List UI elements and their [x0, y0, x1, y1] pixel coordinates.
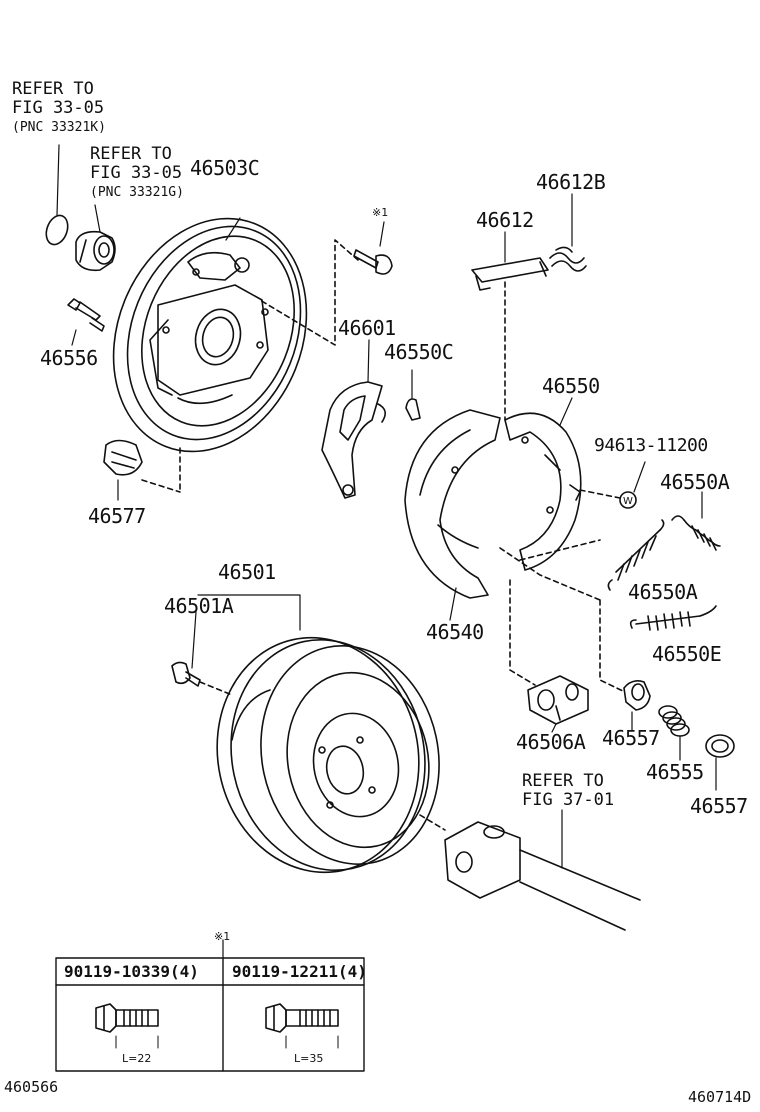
grommet-part — [103, 439, 181, 501]
o-ring-part — [45, 144, 69, 246]
part-label-46550a-upper: 46550A — [660, 470, 730, 494]
part-label-46556: 46556 — [40, 346, 98, 370]
table-mark-star1: ※1 — [214, 930, 231, 943]
part-label-46555: 46555 — [646, 760, 704, 784]
part-label-46550e: 46550E — [652, 642, 722, 666]
reference-note-line: FIG 33-05 — [12, 98, 105, 118]
leader-46540 — [449, 587, 457, 621]
brake-drum-part — [197, 594, 440, 874]
part-label-star1: ※1 — [372, 206, 389, 219]
spring-46550A-upper-part — [671, 491, 721, 551]
part-label-46540: 46540 — [426, 620, 484, 644]
table-length-col2: L=35 — [294, 1052, 324, 1065]
reference-note-line: FIG 37-01 — [522, 790, 615, 810]
reference-note-33321k: REFER TO FIG 33-05 (PNC 33321K) — [12, 80, 106, 137]
reference-note-line: (PNC 33321G) — [90, 185, 184, 200]
spring-46555-part — [658, 705, 690, 761]
part-label-46601: 46601 — [338, 316, 396, 340]
part-label-46550a-lower: 46550A — [628, 580, 698, 604]
bolt-46556-part — [67, 298, 105, 346]
part-label-46577: 46577 — [88, 504, 146, 528]
part-label-46506a: 46506A — [516, 730, 586, 754]
bolt-90119-10339-drawing — [95, 1003, 159, 1049]
brake-shoe-part — [404, 397, 601, 601]
footer-code-right: 460714D — [688, 1088, 752, 1106]
reference-note-37-01: REFER TO FIG 37-01 — [522, 772, 614, 810]
parking-lever-part — [321, 339, 386, 499]
bolt-star1-part — [259, 221, 393, 346]
reference-note-line: REFER TO — [12, 79, 94, 99]
cap-46557-b-part — [705, 734, 735, 791]
strut-part — [471, 231, 549, 421]
bolt-table — [55, 939, 365, 1072]
part-label-46557-b: 46557 — [690, 794, 748, 818]
part-label-46550: 46550 — [542, 374, 600, 398]
part-label-46501: 46501 — [218, 560, 276, 584]
reference-note-line: FIG 33-05 — [90, 163, 183, 183]
footer-code-left: 460566 — [4, 1078, 59, 1096]
backing-plate-part — [112, 217, 308, 453]
bushing-part — [75, 204, 116, 272]
reference-note-33321g: REFER TO FIG 33-05 (PNC 33321G) — [90, 145, 184, 202]
cap-46557-a-part — [623, 680, 651, 731]
hub-bolt-part — [171, 611, 233, 696]
reference-note-line: REFER TO — [90, 144, 172, 164]
spring-46550A-lower-part — [607, 519, 665, 591]
part-label-46612: 46612 — [476, 208, 534, 232]
table-length-col1: L=22 — [122, 1052, 152, 1065]
washer-marker-label: W — [623, 496, 633, 507]
part-label-46550c: 46550C — [384, 340, 454, 364]
spring-46550E-part — [599, 599, 717, 693]
reference-note-line: (PNC 33321K) — [12, 120, 106, 135]
axle-shaft-part — [419, 809, 641, 931]
table-header-col1: 90119-10339(4) — [64, 962, 199, 981]
part-label-46612b: 46612B — [536, 170, 606, 194]
reference-note-line: REFER TO — [522, 771, 604, 791]
part-label-46501a: 46501A — [164, 594, 234, 618]
part-label-46503c: 46503C — [190, 156, 260, 180]
part-label-94613-11200: 94613-11200 — [594, 435, 708, 456]
bolt-90119-12211-drawing — [265, 1003, 339, 1049]
clip-part — [405, 369, 421, 421]
table-header-col2: 90119-12211(4) — [232, 962, 367, 981]
wheel-cylinder-part — [509, 579, 589, 733]
part-label-46557-a: 46557 — [602, 726, 660, 750]
spring-46612B-part — [549, 193, 587, 272]
washer-marker: W — [579, 461, 646, 509]
